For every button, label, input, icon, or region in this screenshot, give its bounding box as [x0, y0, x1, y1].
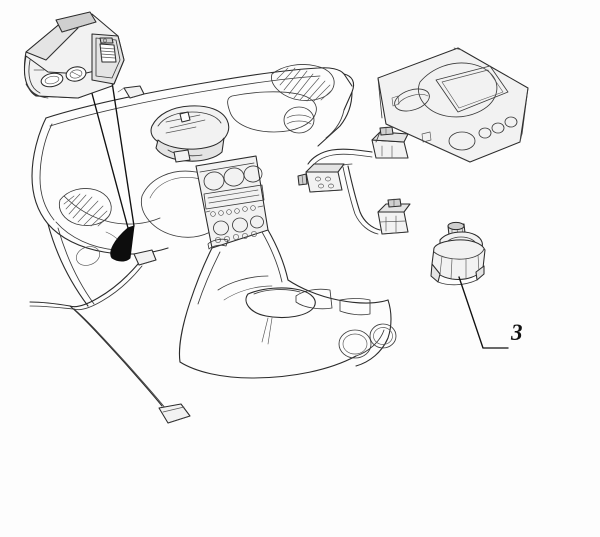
instrument-cluster — [150, 105, 230, 163]
defroster-vent-right — [271, 64, 335, 102]
callout-label-3: 3 — [511, 320, 523, 345]
harness-connector-upper — [371, 126, 409, 159]
air-vent-passenger — [283, 106, 315, 134]
connector-lower-terminal — [158, 403, 191, 424]
wiring-harness — [297, 126, 411, 235]
dash-inline-connector — [117, 85, 145, 99]
harness-connector-lower — [377, 198, 411, 235]
console-trim-bezel — [377, 47, 529, 163]
defroster-vent-left — [58, 188, 112, 227]
connector-upper-inline — [133, 249, 157, 266]
harness-connector-left — [297, 163, 345, 193]
bezel-button-openings — [448, 116, 518, 151]
install-pointer — [89, 81, 135, 262]
center-console — [178, 247, 397, 379]
center-stack — [195, 155, 269, 250]
callout-3-leader — [458, 276, 509, 349]
round-push-button — [65, 66, 87, 82]
rotary-switch-sensor — [430, 221, 486, 286]
harness-cable-run — [29, 249, 191, 424]
dashboard-assembly — [31, 64, 397, 379]
oval-push-button — [40, 72, 64, 88]
rocker-switch — [99, 37, 117, 63]
headlight-switch-module — [23, 11, 125, 99]
